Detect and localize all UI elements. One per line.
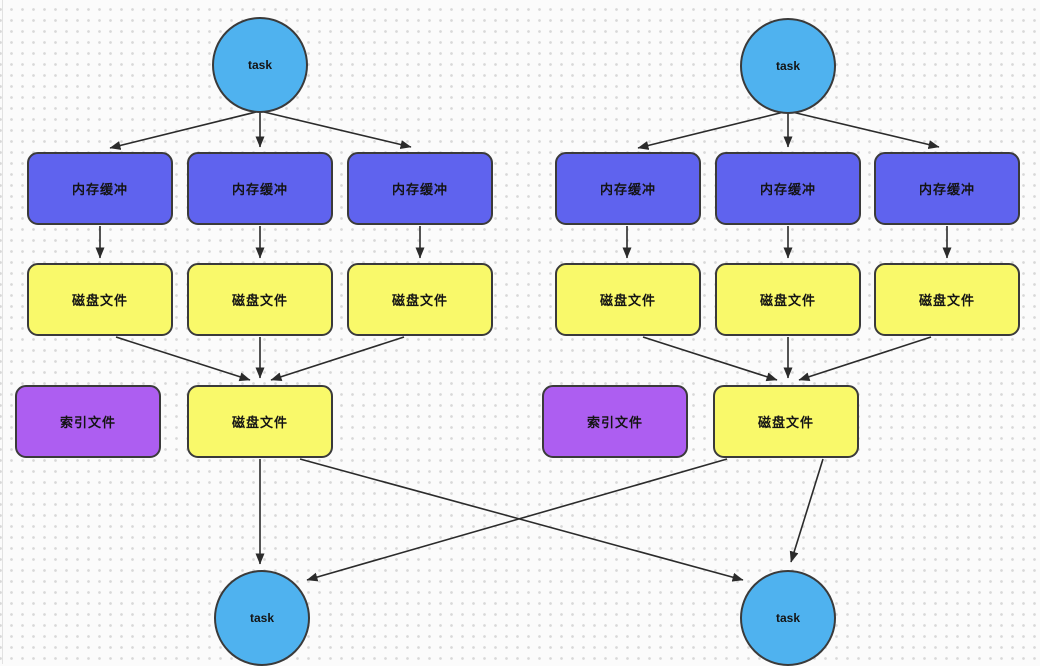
map-task-node-right[interactable]: task — [740, 18, 836, 114]
edge-right-merged-to-left-task — [306, 458, 728, 582]
edge-left-spill-1-to-merged — [115, 336, 251, 382]
memory-buffer-right-3[interactable]: 内存缓冲 — [874, 152, 1020, 225]
edge-right-task-to-buffer-1 — [637, 111, 785, 150]
spill-file-right-3[interactable]: 磁盘文件 — [874, 263, 1020, 336]
index-file-left[interactable]: 索引文件 — [15, 385, 161, 458]
edge-left-spill-3-to-merged — [270, 336, 405, 382]
edge-right-task-to-buffer-3 — [791, 111, 940, 149]
edge-right-spill-1-to-merged — [642, 336, 778, 382]
edge-left-task-to-buffer-3 — [263, 111, 412, 149]
memory-buffer-left-3[interactable]: 内存缓冲 — [347, 152, 493, 225]
canvas-edge-line — [2, 0, 3, 664]
reduce-task-node-right[interactable]: task — [740, 570, 836, 666]
merged-disk-file-left[interactable]: 磁盘文件 — [187, 385, 333, 458]
memory-buffer-left-2[interactable]: 内存缓冲 — [187, 152, 333, 225]
memory-buffer-left-1[interactable]: 内存缓冲 — [27, 152, 173, 225]
edge-right-merged-to-right-task — [789, 458, 824, 563]
spill-file-right-2[interactable]: 磁盘文件 — [715, 263, 861, 336]
spill-file-left-2[interactable]: 磁盘文件 — [187, 263, 333, 336]
spill-file-right-1[interactable]: 磁盘文件 — [555, 263, 701, 336]
index-file-right[interactable]: 索引文件 — [542, 385, 688, 458]
spill-file-left-3[interactable]: 磁盘文件 — [347, 263, 493, 336]
memory-buffer-right-1[interactable]: 内存缓冲 — [555, 152, 701, 225]
edge-right-spill-3-to-merged — [798, 336, 932, 382]
reduce-task-node-left[interactable]: task — [214, 570, 310, 666]
spill-file-left-1[interactable]: 磁盘文件 — [27, 263, 173, 336]
merged-disk-file-right[interactable]: 磁盘文件 — [713, 385, 859, 458]
edge-left-task-to-buffer-1 — [109, 111, 257, 150]
map-task-node-left[interactable]: task — [212, 17, 308, 113]
memory-buffer-right-2[interactable]: 内存缓冲 — [715, 152, 861, 225]
edge-left-merged-to-right-task — [299, 458, 744, 582]
